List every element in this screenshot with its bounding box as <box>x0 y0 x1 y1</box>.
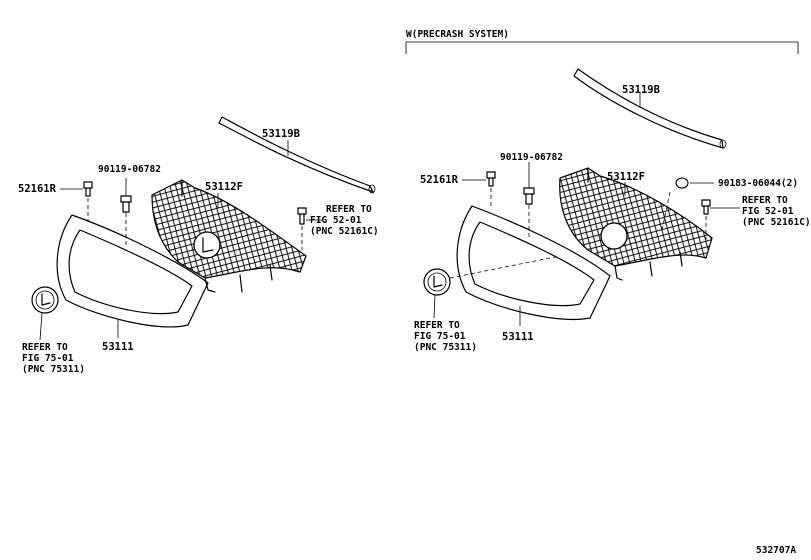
label-53111-right: 53111 <box>502 331 534 343</box>
label-90119-right: 90119-06782 <box>500 152 563 163</box>
molding-strip-53119b-right <box>573 68 727 149</box>
refer75-right-line3: (PNC 75311) <box>414 342 477 353</box>
label-52161r-right: 52161R <box>420 174 459 186</box>
refer52-left-line3: (PNC 52161C) <box>310 226 379 237</box>
refer75-left-line1: REFER TO <box>22 342 68 353</box>
bolt-90119-right <box>523 187 535 240</box>
label-53119b-left: 53119B <box>262 128 300 140</box>
right-assembly: W(PRECRASH SYSTEM) 53119B 53112F 90183-0… <box>405 29 811 353</box>
label-53111-left: 53111 <box>102 341 134 353</box>
bolt-90119-left <box>120 195 132 248</box>
clip-52161r-right <box>486 171 496 208</box>
label-52161r-left: 52161R <box>18 183 57 195</box>
clip-52161r-left <box>83 181 93 222</box>
label-90183-right: 90183-06044(2) <box>718 178 798 189</box>
figure-code: 532707A <box>756 545 796 556</box>
label-53112f-left: 53112F <box>205 181 243 193</box>
frame-53111-left <box>56 214 209 328</box>
refer52-left-line1: REFER TO <box>326 204 372 215</box>
refer75-left-line3: (PNC 75311) <box>22 364 85 375</box>
variant-bracket <box>405 41 799 54</box>
grille-53112f-right <box>559 167 713 281</box>
left-assembly: 53119B 53112F 90119-06782 52161R <box>18 116 379 375</box>
refer52-left-line2: FIG 52-01 <box>310 215 362 226</box>
molding-strip-53119b-left <box>218 116 376 194</box>
emblem-left <box>31 286 59 314</box>
grommet-90183-right <box>661 177 689 231</box>
refer75-left-line2: FIG 75-01 <box>22 353 74 364</box>
refer52-right-line2: FIG 52-01 <box>742 206 794 217</box>
label-90119-left: 90119-06782 <box>98 164 161 175</box>
refer52-right-line1: REFER TO <box>742 195 788 206</box>
refer52-right-line3: (PNC 52161C) <box>742 217 811 228</box>
frame-53111-right <box>456 205 611 321</box>
label-53112f-right: 53112F <box>607 171 645 183</box>
refer75-right-line2: FIG 75-01 <box>414 331 466 342</box>
emblem-right <box>423 255 561 296</box>
variant-label: W(PRECRASH SYSTEM) <box>406 29 509 40</box>
label-53119b-right: 53119B <box>622 84 660 96</box>
clip-52161c-right <box>701 199 711 240</box>
grille-53112f-left <box>151 179 307 293</box>
clip-52161c-left <box>297 207 307 250</box>
refer75-right-line1: REFER TO <box>414 320 460 331</box>
